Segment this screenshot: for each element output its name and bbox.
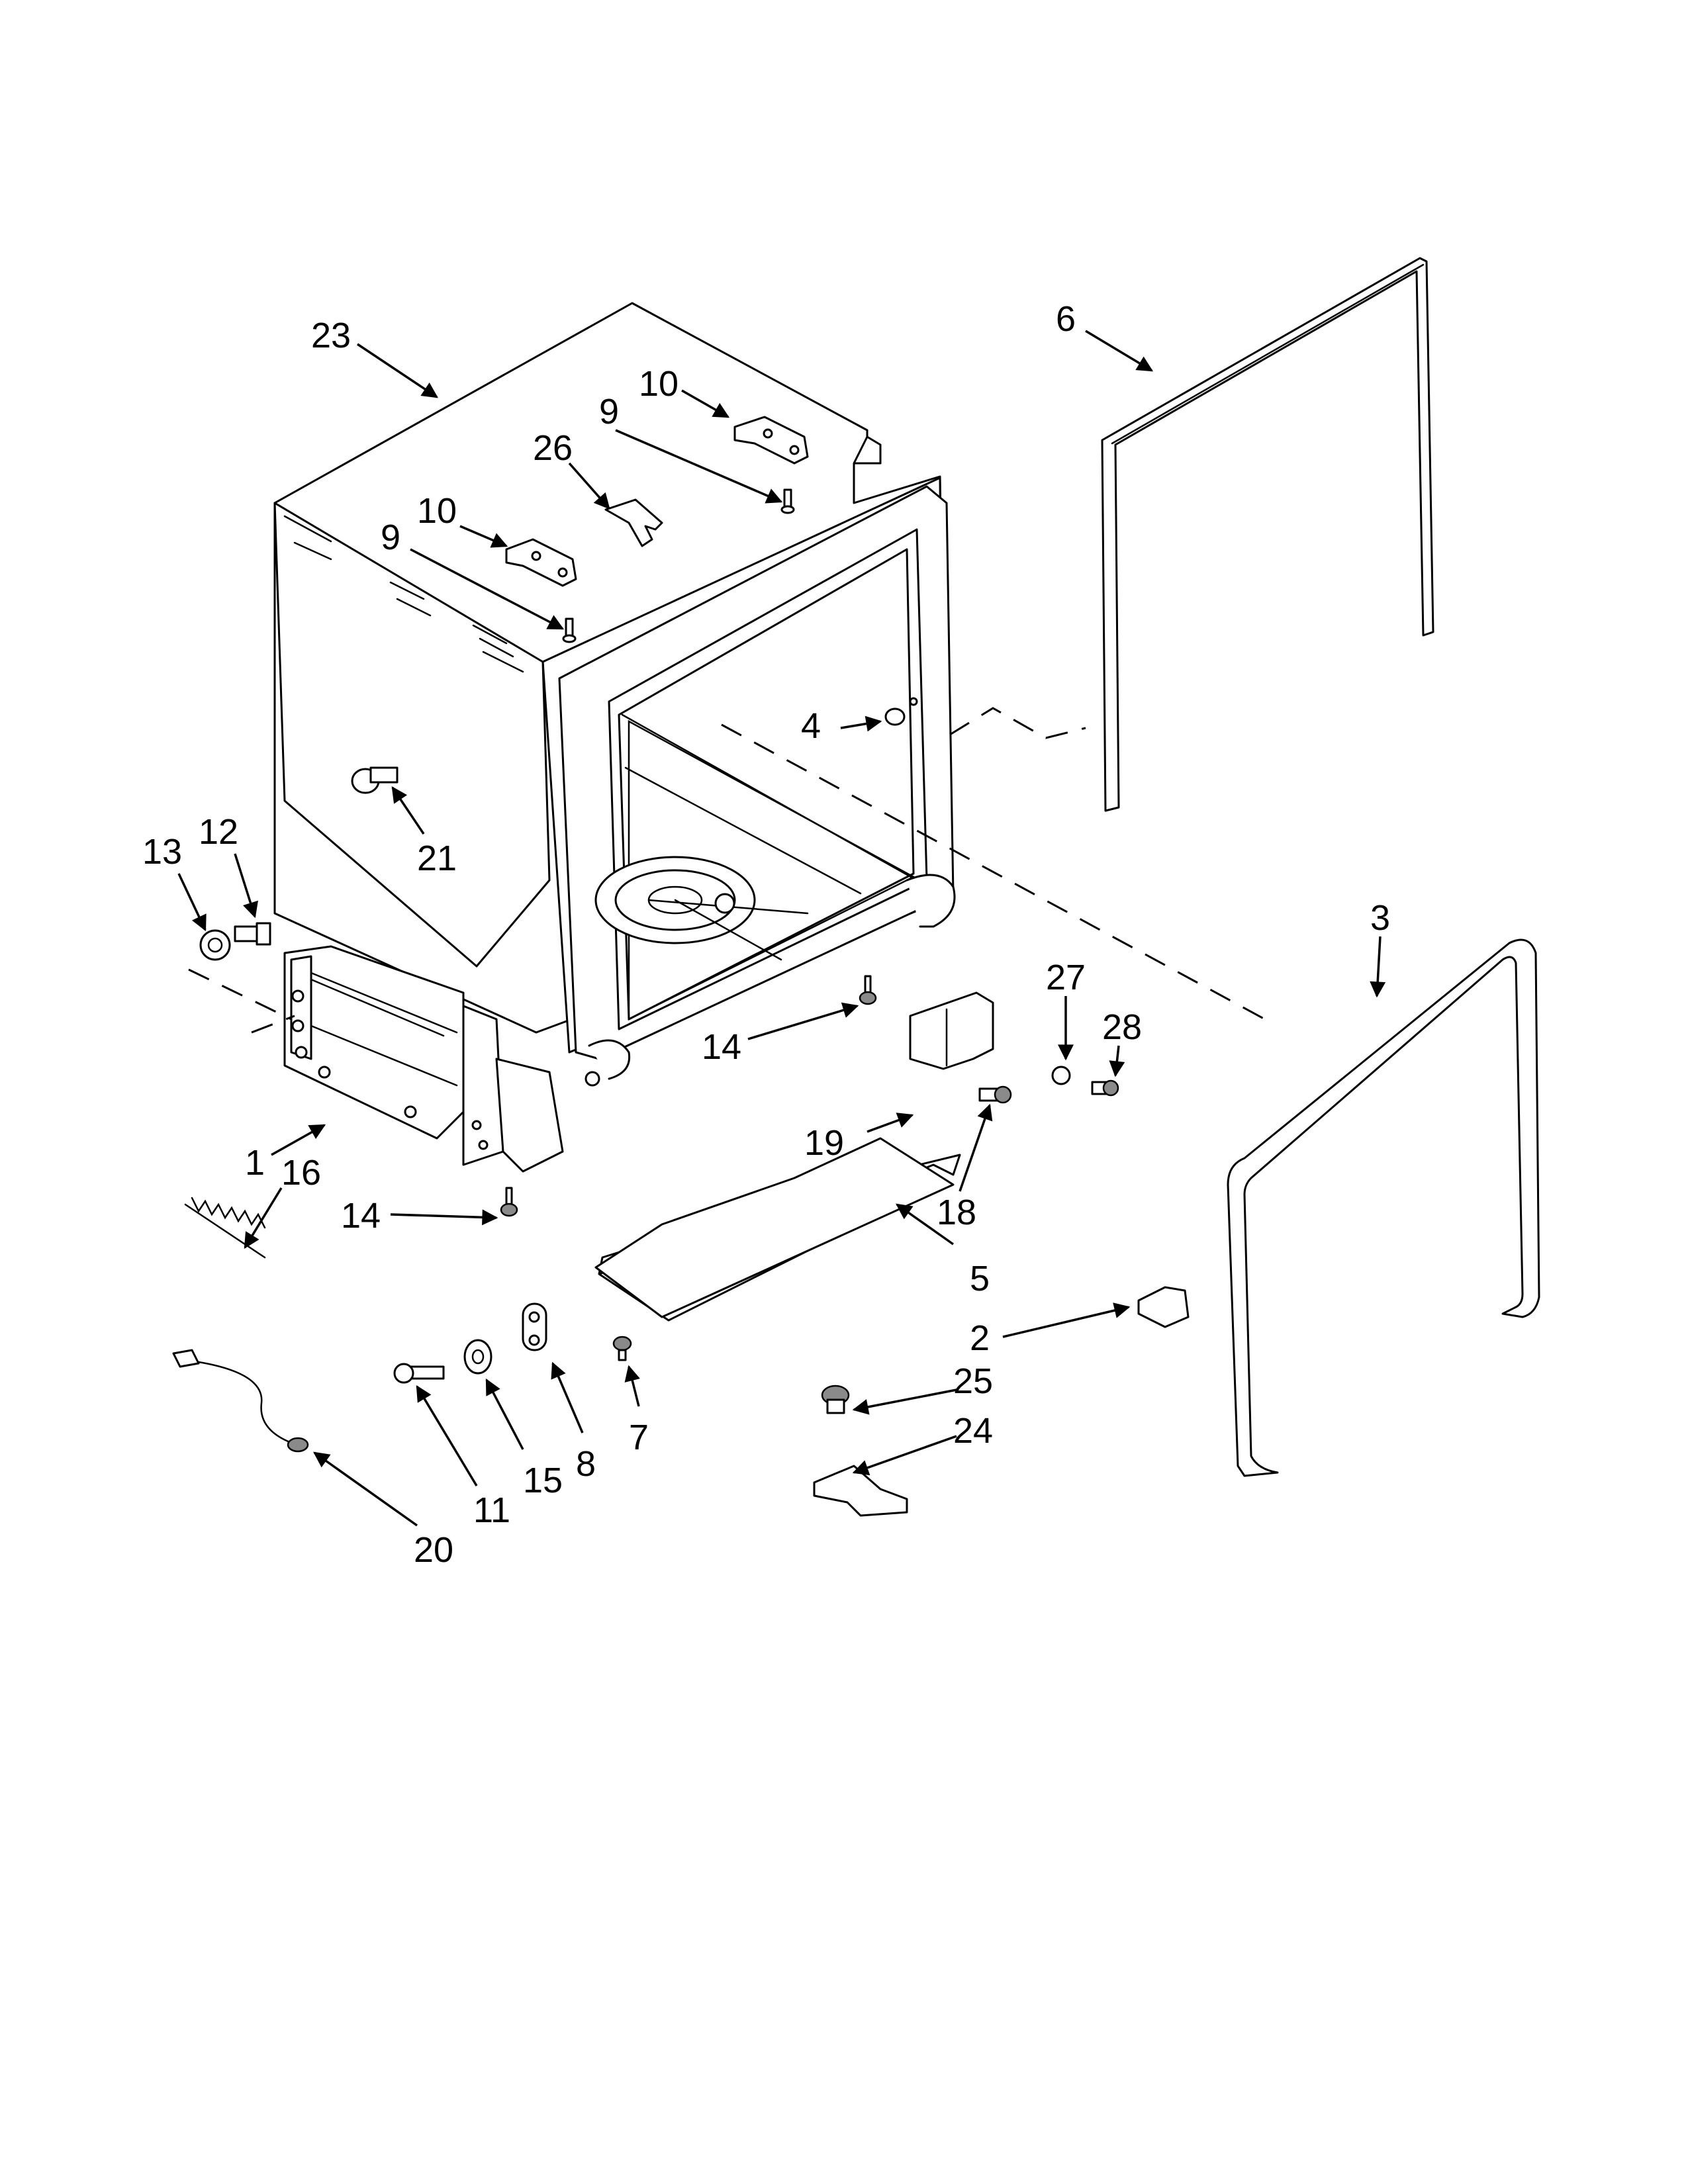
sensor-cord	[172, 1349, 309, 1453]
hinge-bracket-upper	[733, 416, 809, 465]
gasket-u	[1227, 938, 1540, 1477]
latch	[1137, 1286, 1190, 1328]
callout-2: 2	[970, 1318, 990, 1358]
cam	[522, 1302, 547, 1351]
callout-11: 11	[473, 1490, 510, 1530]
fastener	[612, 1336, 632, 1361]
foot-right	[859, 975, 877, 1005]
callout-10-lower: 10	[417, 491, 457, 531]
callout-labels: 23 10 9 26 10 9 6 4 21 13 12 3 27 28 14 …	[142, 299, 1390, 1570]
callout-14-left: 14	[341, 1196, 381, 1236]
plug	[884, 697, 918, 726]
callout-4: 4	[801, 706, 821, 746]
callout-18: 18	[937, 1193, 976, 1232]
screw-upper	[780, 488, 795, 514]
callout-19: 19	[804, 1123, 844, 1163]
washer	[463, 1339, 492, 1375]
bracket	[909, 991, 994, 1070]
callout-6: 6	[1056, 299, 1076, 339]
callout-16: 16	[281, 1153, 321, 1193]
callout-26: 26	[533, 428, 573, 468]
screw-leveler	[234, 922, 271, 946]
callout-12: 12	[199, 812, 238, 852]
clip	[604, 498, 663, 547]
callout-14-right: 14	[702, 1027, 741, 1067]
callout-9-upper: 9	[599, 392, 619, 432]
callout-28: 28	[1102, 1007, 1142, 1047]
lock-nut	[1051, 1066, 1071, 1085]
button-plug	[351, 766, 399, 794]
leader-lines	[177, 330, 1386, 1527]
callout-27: 27	[1046, 958, 1086, 997]
callout-20: 20	[414, 1530, 453, 1570]
bolt	[393, 1363, 445, 1384]
gasket-top	[1101, 257, 1434, 812]
callout-25: 25	[953, 1361, 993, 1401]
callout-23: 23	[311, 316, 351, 355]
foot-left	[500, 1187, 518, 1217]
thermostat	[821, 1385, 850, 1414]
callout-8: 8	[576, 1444, 596, 1484]
screw-lower	[562, 617, 577, 643]
callout-9-lower: 9	[381, 518, 400, 557]
nut	[199, 929, 231, 961]
callout-7: 7	[629, 1418, 649, 1457]
spring	[184, 1197, 266, 1259]
callout-3: 3	[1370, 898, 1390, 938]
callout-5: 5	[970, 1259, 990, 1298]
callout-1: 1	[245, 1143, 265, 1183]
callout-21: 21	[417, 839, 457, 878]
base-frame	[283, 945, 564, 1173]
tub-assembly	[273, 302, 956, 1087]
callout-13: 13	[142, 832, 182, 872]
thermostat-bracket	[813, 1465, 908, 1517]
callout-10-upper: 10	[639, 364, 679, 404]
alignment-lines	[188, 707, 1272, 1034]
screw-small	[1091, 1079, 1119, 1097]
callout-15: 15	[523, 1461, 563, 1500]
screw-bracket	[978, 1085, 1012, 1104]
callout-24: 24	[953, 1411, 993, 1451]
